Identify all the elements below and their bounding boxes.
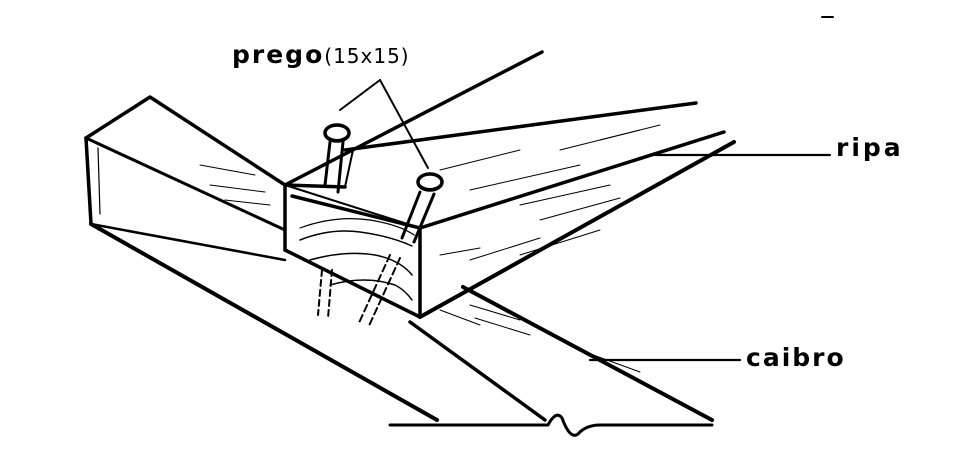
nail-vertical (317, 123, 351, 319)
nail-size-text: (15x15) (324, 44, 410, 68)
ground-break-line (388, 413, 714, 437)
leader-nail-2 (379, 79, 429, 169)
batten-ripa (283, 50, 736, 319)
rafter-label: caibro (746, 343, 846, 372)
batten-label: ripa (836, 133, 904, 162)
nail-label: prego(15x15) (232, 40, 410, 69)
leader-nail-1 (339, 79, 381, 111)
rafter-caibro (84, 95, 714, 422)
nail-slanted (357, 172, 444, 329)
nail-label-text: prego (232, 40, 325, 69)
